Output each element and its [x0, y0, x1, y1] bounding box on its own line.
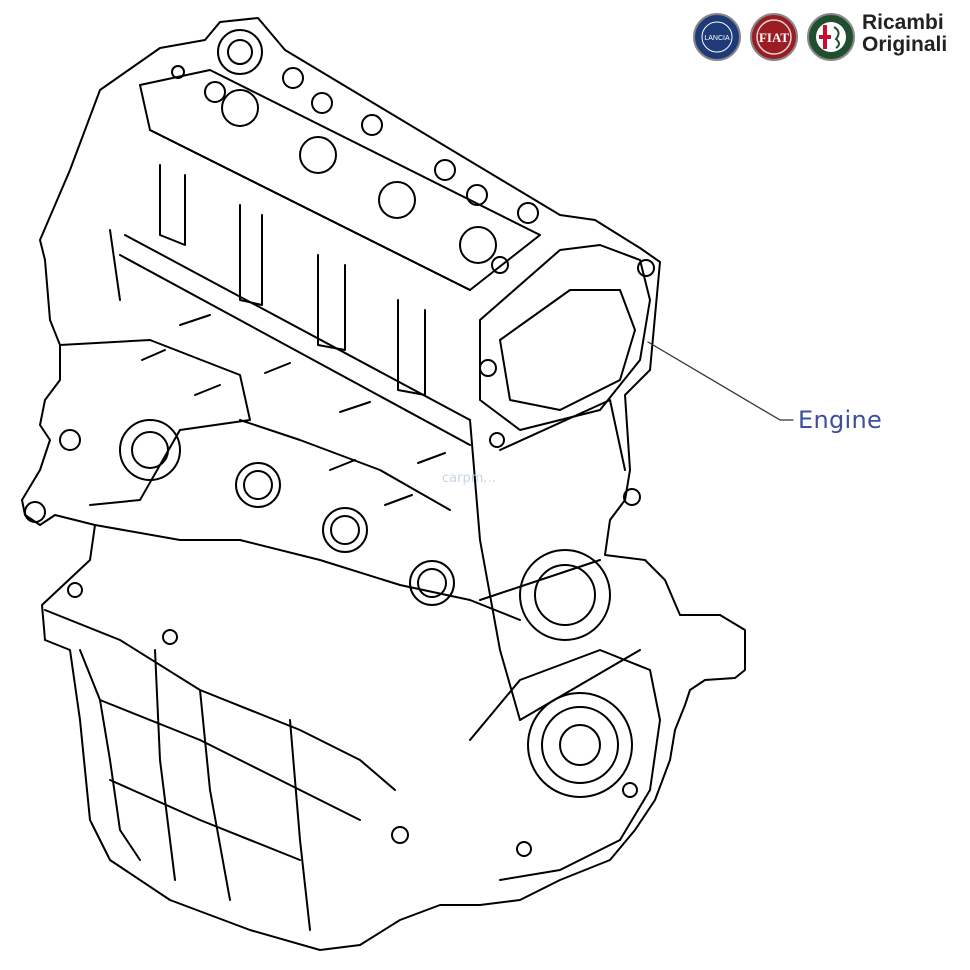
brand-line-1: Ricambi [862, 11, 944, 34]
lancia-logo-icon: LANCIA [693, 13, 741, 61]
timing-cover [479, 244, 651, 431]
brand-logo-group: LANCIA FIAT Ricambi Originali [692, 8, 962, 68]
fiat-logo-text: FIAT [759, 30, 789, 45]
alfa-romeo-logo-icon [807, 13, 855, 61]
engine-outline [21, 17, 746, 951]
rear-port [519, 549, 611, 641]
brand-text: Ricambi Originali [862, 12, 947, 56]
rocker-cover [139, 69, 541, 291]
crank-seal [527, 692, 633, 798]
callout-leader-line [647, 341, 794, 421]
fiat-logo-icon: FIAT [750, 13, 798, 61]
engine-callout-label: Engine [798, 406, 883, 434]
watermark-text: carpm... [442, 471, 496, 486]
brand-line-2: Originali [862, 33, 948, 56]
lancia-logo-text: LANCIA [704, 35, 730, 42]
